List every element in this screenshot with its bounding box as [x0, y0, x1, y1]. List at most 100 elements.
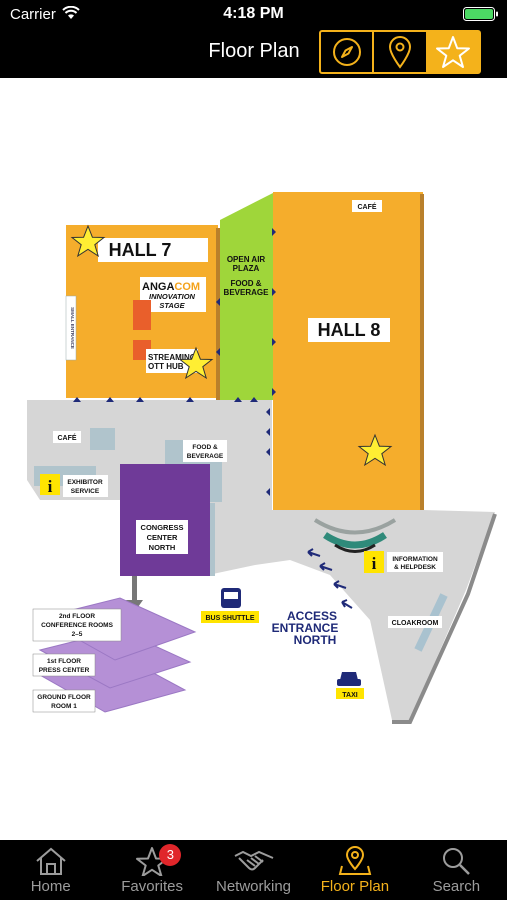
bus-shuttle-label: BUS SHUTTLE: [206, 615, 255, 622]
favorites-filter-button[interactable]: [427, 32, 479, 72]
hall-8[interactable]: [273, 192, 423, 510]
plaza-food-label-2: BEVERAGE: [224, 288, 270, 297]
access-label-2: ENTRANCE: [272, 621, 339, 635]
food-beverage-label-1: FOOD &: [192, 444, 218, 451]
information-box: [387, 552, 443, 572]
favorite-star-streaming-hub[interactable]: [178, 346, 214, 380]
carrier-label: Carrier: [10, 6, 56, 23]
bus-shuttle-box[interactable]: [201, 611, 259, 623]
ground-floor-label-1: GROUND FLOOR: [37, 694, 91, 701]
hall-8-label-box: [308, 318, 390, 342]
map-mode-segmented-control: [319, 30, 481, 74]
entrance-arc: [313, 518, 397, 535]
floor-2-label-3: 2–5: [72, 631, 83, 638]
streaming-hub-label-2: OTT HUB: [148, 362, 184, 371]
cloakroom-box[interactable]: [388, 616, 442, 628]
taxi-box[interactable]: [336, 688, 364, 699]
congress-label-1: CONGRESS: [141, 523, 184, 532]
page-title: Floor Plan: [208, 40, 300, 62]
tab-networking-label: Networking: [216, 878, 292, 895]
favorite-star-hall-8[interactable]: [357, 433, 393, 467]
bus-window: [224, 592, 238, 599]
food-beverage-label-2: BEVERAGE: [187, 453, 224, 460]
innovation-stage-label-2: STAGE: [159, 301, 185, 310]
tab-search[interactable]: Search: [406, 840, 507, 900]
congress-box: [136, 520, 188, 554]
info-glyph: i: [48, 477, 53, 496]
streaming-hub-label-1: STREAMING: [148, 353, 196, 362]
tab-home-label: Home: [30, 878, 71, 895]
location-button[interactable]: [374, 32, 428, 72]
taxi-label: TAXI: [342, 692, 357, 699]
cloakroom-label: CLOAKROOM: [392, 620, 439, 627]
floor-2-label-2: CONFERENCE ROOMS: [41, 622, 114, 629]
taxi-icon: [340, 672, 358, 680]
stage-block: [133, 300, 151, 330]
location-pin-icon: [388, 36, 411, 69]
tab-bar: Home 3 Favorites Networking Floor Plan S…: [0, 840, 507, 900]
angacom-logo: ANGACOM: [142, 281, 200, 293]
nav-bar: Floor Plan: [0, 28, 507, 78]
floors-arrow-shaft: [132, 576, 137, 602]
status-bar: Carrier 4:18 PM: [0, 0, 507, 28]
favorites-badge: 3: [159, 844, 182, 866]
compass-icon: [332, 38, 361, 66]
clock: 4:18 PM: [223, 5, 284, 22]
cafe-top-box: [352, 200, 382, 212]
handshake-icon: [234, 850, 273, 871]
walkway-edge: [392, 513, 497, 724]
innovation-stage-label-1: INNOVATION: [149, 292, 196, 301]
hall-8-label: HALL 8: [318, 320, 381, 340]
information-label-1: INFORMATION: [392, 556, 438, 563]
cafe-top-label: CAFÉ: [357, 202, 376, 211]
floor-2-box[interactable]: [32, 608, 122, 642]
access-label-1: ACCESS: [287, 609, 337, 623]
info-helpdesk-icon[interactable]: [364, 551, 384, 573]
compass-button[interactable]: [321, 32, 375, 72]
map-pin-icon: [338, 846, 372, 875]
exhibitor-label-1: EXHIBITOR: [67, 479, 103, 486]
access-arrows: [307, 548, 353, 609]
open-air-label-1: OPEN AIR: [227, 255, 266, 264]
home-icon: [36, 847, 66, 875]
tab-favorites-label: Favorites: [121, 878, 183, 895]
ground-floor-label-2: ROOM 1: [51, 703, 77, 710]
tab-floor-plan[interactable]: Floor Plan: [304, 840, 405, 900]
cafe-left-box: [53, 431, 81, 443]
cafe-left-area: [90, 428, 115, 450]
information-label-2: & HELPDESK: [394, 564, 436, 571]
floor-1-label-1: 1st FLOOR: [47, 658, 81, 665]
hall-7-label-box: [98, 238, 208, 262]
tab-home[interactable]: Home: [0, 840, 101, 900]
info-icon[interactable]: [40, 474, 60, 495]
small-entrance-label: SMALL ENTRANCE: [70, 307, 75, 349]
small-entrance-door: [65, 295, 77, 361]
cafe-left-label: CAFÉ: [57, 433, 76, 442]
taxi-body: [337, 679, 361, 686]
battery-icon: [463, 7, 498, 21]
exhibitor-service-box: [63, 475, 108, 497]
info-glyph: i: [372, 554, 377, 573]
open-air-plaza[interactable]: [220, 193, 273, 400]
star-icon: [436, 36, 471, 68]
congress-wall: [210, 503, 215, 576]
hall-7-label: HALL 7: [109, 240, 172, 260]
entrance-arrows: [73, 228, 276, 496]
congress-label-2: CENTER: [147, 533, 178, 542]
search-icon: [443, 848, 471, 875]
tab-favorites[interactable]: 3 Favorites: [101, 840, 202, 900]
favorite-star-hall-7[interactable]: [70, 224, 106, 258]
floor-2-label-1: 2nd FLOOR: [59, 613, 95, 620]
floor-plan-map[interactable]: SMALL ENTRANCE HALL 7 ANGACOM INNOVATION…: [0, 78, 507, 840]
congress-label-3: NORTH: [149, 543, 176, 552]
tab-networking[interactable]: Networking: [203, 840, 304, 900]
floor-1-box[interactable]: [32, 653, 96, 677]
plaza-food-label-1: FOOD &: [230, 279, 261, 288]
access-label-3: NORTH: [294, 633, 337, 647]
tab-search-label: Search: [432, 878, 481, 895]
entrance-arc-teal: [323, 532, 387, 549]
open-air-label-2: PLAZA: [233, 264, 260, 273]
tab-floor-plan-label: Floor Plan: [320, 878, 390, 895]
ground-floor-box[interactable]: [32, 689, 96, 713]
food-beverage-box: [183, 440, 227, 462]
